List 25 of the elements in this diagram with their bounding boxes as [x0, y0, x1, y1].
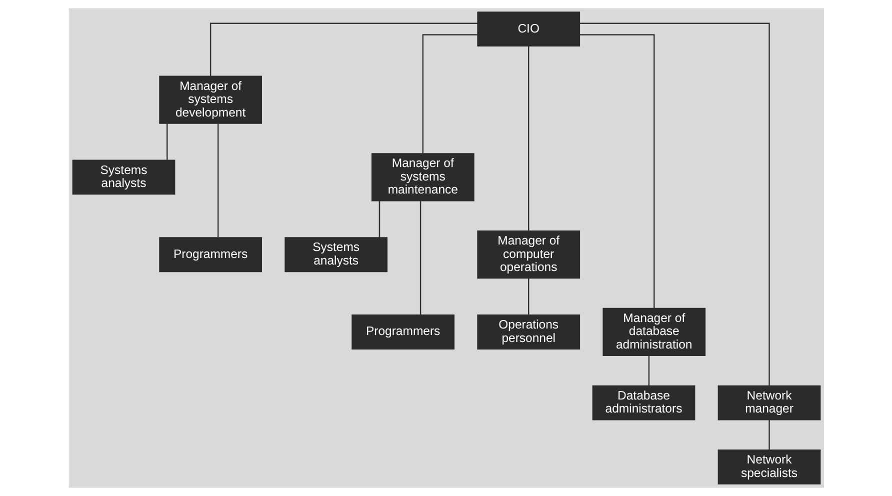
- connector: [166, 123, 168, 160]
- connector: [378, 200, 380, 238]
- connector: [528, 278, 529, 315]
- node-box: Programmers: [158, 237, 262, 272]
- node-box: Manager of database administration: [602, 308, 706, 356]
- node-box: Manager of computer operations: [476, 230, 580, 279]
- node-box: Network manager: [717, 385, 820, 420]
- node-box: Systems analysts: [72, 160, 175, 195]
- connector: [528, 46, 529, 231]
- node-box: Manager of systems development: [158, 76, 262, 124]
- connector: [579, 34, 654, 308]
- node-box: Programmers: [351, 314, 454, 350]
- connector: [422, 34, 478, 154]
- connector: [217, 124, 218, 238]
- connector: [648, 356, 650, 386]
- node-box: Systems analysts: [284, 237, 388, 272]
- connector: [209, 22, 477, 76]
- node-box: Network specialists: [717, 449, 820, 484]
- node-box: Operations personnel: [476, 314, 580, 350]
- node-box: Manager of systems maintenance: [370, 153, 474, 202]
- connector: [768, 420, 770, 450]
- node-box: Database administrators: [592, 385, 695, 420]
- connector: [419, 201, 421, 315]
- node-box: CIO: [476, 12, 580, 46]
- connector: [579, 22, 770, 386]
